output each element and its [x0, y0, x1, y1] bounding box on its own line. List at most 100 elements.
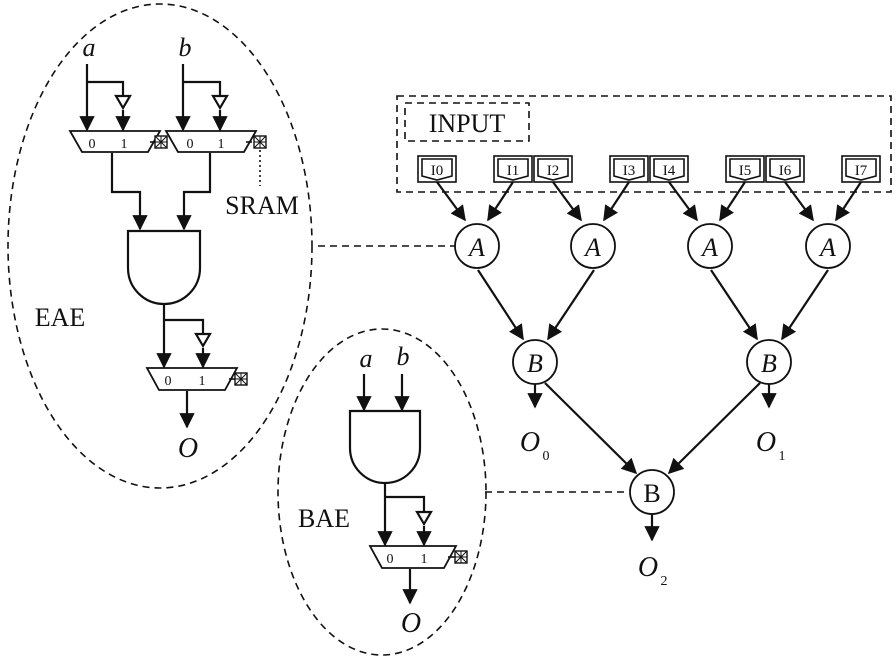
eae-mux-out	[145, 367, 239, 391]
bae-wire-and-branch	[385, 495, 426, 512]
node-a3: A	[805, 223, 851, 269]
eae-mux-b	[164, 130, 258, 153]
eae-boundary	[7, 3, 313, 489]
edge-i1-a0	[487, 181, 514, 222]
edge-a0-b0	[477, 269, 524, 341]
node-a0-label: A	[467, 233, 485, 262]
node-root-label: B	[643, 479, 660, 508]
output-o0-sub: 0	[543, 449, 550, 464]
pin-label-i3: I3	[623, 163, 636, 179]
eae-sram-out-icon	[234, 372, 248, 386]
output-o0: O 0	[520, 427, 550, 464]
pin-label-i2: I2	[547, 163, 560, 179]
input-pin-i2: I2	[533, 155, 573, 183]
input-label: INPUT	[429, 109, 506, 138]
input-pin-i1: I1	[493, 155, 533, 183]
node-a1: A	[570, 223, 616, 269]
node-b1: B	[746, 339, 792, 385]
input-pin-i6: I6	[765, 155, 805, 183]
edge-a3-b1	[781, 269, 829, 341]
edge-i2-a1	[552, 181, 582, 222]
input-group: INPUT I0 I1 I2 I3 I4 I5	[396, 95, 892, 193]
input-outer-box	[396, 95, 892, 193]
edge-i6-a3	[784, 181, 814, 222]
pin-label-i5: I5	[739, 163, 752, 179]
eae-wire-b-branch	[183, 80, 222, 96]
node-b0: B	[512, 339, 558, 385]
bae-sram-icon	[454, 550, 468, 564]
eae-wire-a-branch	[87, 80, 125, 96]
eae-sram-b-icon	[253, 135, 267, 149]
node-a3-label: A	[818, 233, 836, 262]
bae-mux-1: 1	[421, 552, 428, 567]
eae-mux-b-1: 1	[218, 137, 225, 152]
output-o1: O 1	[756, 427, 786, 464]
eae-mux-a-1: 1	[121, 137, 128, 152]
edge-i4-a2	[668, 181, 698, 222]
input-pin-i3: I3	[609, 155, 649, 183]
input-pin-i7: I7	[841, 155, 881, 183]
edge-a1-b0	[547, 269, 595, 341]
edge-i0-a0	[436, 181, 466, 222]
output-o2-sub: 2	[661, 574, 668, 589]
bae-inverter-icon	[415, 510, 433, 527]
edge-i5-a2	[719, 181, 746, 222]
output-o2-main: O	[638, 552, 658, 583]
edge-a2-b1	[710, 269, 758, 341]
eae-inverter-a-icon	[114, 94, 132, 111]
eae-label: EAE	[35, 303, 86, 332]
tree-edges	[318, 181, 862, 542]
eae-input-b: b	[179, 33, 192, 62]
node-a1-label: A	[583, 233, 601, 262]
edge-b0-root	[544, 382, 638, 475]
eae-input-a: a	[83, 33, 96, 62]
eae-inverter-b-icon	[211, 94, 229, 111]
input-label-box	[404, 102, 530, 142]
eae-inverter-out-icon	[194, 332, 212, 349]
bae-input-a: a	[360, 344, 373, 373]
node-root: B	[629, 469, 675, 515]
eae-sram-a-icon	[154, 135, 168, 149]
edge-i7-a3	[835, 181, 862, 222]
eae-sram-label: SRAM	[225, 191, 299, 220]
bae-output-label: O	[401, 608, 421, 639]
input-pin-i4: I4	[649, 155, 689, 183]
eae-group: a b 0 1 0 1 SRAM 0 1	[7, 3, 313, 489]
eae-wire-mux-b-out	[176, 153, 212, 231]
output-o1-sub: 1	[779, 449, 786, 464]
node-a2-label: A	[700, 233, 718, 262]
bae-mux-out	[368, 545, 458, 569]
eae-mux-out-1: 1	[199, 374, 206, 389]
edge-i3-a1	[603, 181, 630, 222]
input-pin-i5: I5	[725, 155, 765, 183]
eae-mux-b-0: 0	[187, 137, 194, 152]
pin-label-i1: I1	[507, 163, 520, 179]
pin-label-i6: I6	[779, 163, 792, 179]
bae-input-b: b	[397, 342, 410, 371]
eae-output-label: O	[178, 433, 198, 464]
pin-label-i4: I4	[663, 163, 676, 179]
eae-mux-out-0: 0	[165, 374, 172, 389]
node-a2: A	[687, 223, 733, 269]
node-a0: A	[454, 223, 500, 269]
input-pin-i0: I0	[417, 155, 457, 183]
bae-group: a b 0 1 O BAE	[277, 328, 487, 656]
edge-b1-root	[667, 382, 761, 475]
pin-label-i7: I7	[855, 163, 868, 179]
output-o0-main: O	[520, 427, 540, 458]
eae-wire-mux-a-out	[110, 153, 148, 231]
bae-boundary	[277, 328, 487, 656]
eae-mux-a	[68, 130, 162, 153]
eae-mux-a-0: 0	[89, 137, 96, 152]
bae-label: BAE	[298, 504, 350, 533]
output-o1-main: O	[756, 427, 776, 458]
bae-mux-0: 0	[387, 552, 394, 567]
eae-wire-and-branch	[164, 318, 205, 334]
output-o2: O 2	[638, 552, 668, 589]
bae-and-gate-icon	[348, 409, 422, 485]
node-b1-label: B	[761, 349, 777, 378]
pin-label-i0: I0	[431, 163, 444, 179]
node-b0-label: B	[527, 349, 543, 378]
